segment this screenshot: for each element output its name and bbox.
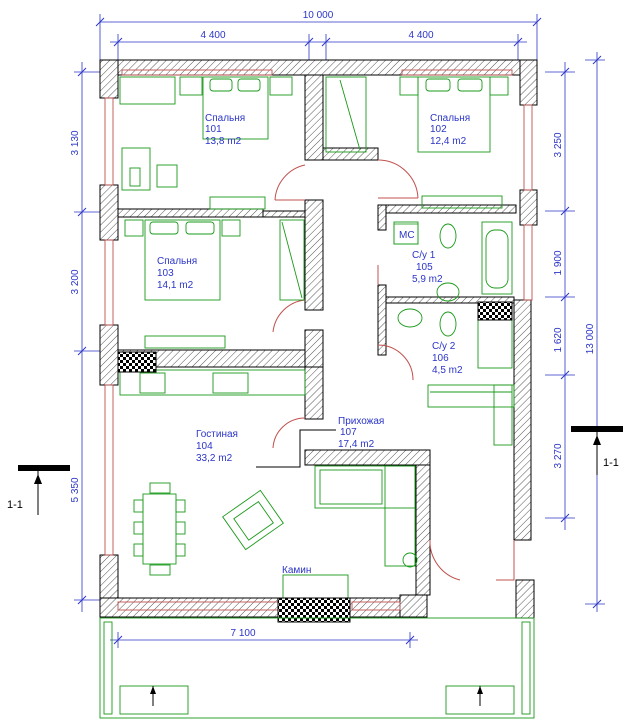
room-name: С/у 1: [412, 250, 436, 261]
dim-left-3: 5 350: [70, 477, 81, 502]
room-label-101: Спальня 101 13,8 m2: [205, 113, 245, 147]
room-number: 105: [416, 262, 433, 273]
dim-top-left: 4 400: [200, 30, 225, 41]
dim-right-1: 3 250: [553, 132, 564, 157]
room-number: 106: [432, 353, 449, 364]
room-label-103: Спальня 103 14,1 m2: [157, 256, 197, 291]
room-name: Прихожая: [338, 416, 384, 427]
dim-right-4: 3 270: [553, 443, 564, 468]
room-name: Спальня: [430, 113, 470, 124]
dim-left-1: 3 130: [70, 130, 81, 155]
dim-top-right: 4 400: [408, 30, 433, 41]
dim-right-2: 1 900: [553, 250, 564, 275]
room-label-107: Прихожая 107 17,4 m2: [338, 416, 384, 450]
section-label-left: 1-1: [7, 499, 23, 511]
room-label-102: Спальня 102 12,4 m2: [430, 113, 470, 147]
doors: [272, 159, 515, 581]
interior-walls: [117, 74, 517, 596]
room-name: С/у 2: [432, 341, 456, 352]
washer-label: МС: [399, 230, 415, 241]
section-label-right: 1-1: [603, 457, 619, 469]
room-number: 107: [340, 427, 357, 438]
windows: [104, 69, 533, 611]
dimension-lines: [74, 14, 605, 648]
room-area: 33,2 m2: [196, 453, 233, 464]
room-name: Спальня: [157, 256, 197, 267]
room-name: Спальня: [205, 113, 245, 124]
dim-right-total: 13 000: [585, 323, 596, 354]
room-number: 104: [196, 441, 213, 452]
room-name: Гостиная: [196, 429, 238, 440]
room-area: 12,4 m2: [430, 136, 467, 147]
room-area: 5,9 m2: [412, 274, 443, 285]
furniture: [99, 76, 535, 719]
dim-left-2: 3 200: [70, 269, 81, 294]
dim-top-total: 10 000: [303, 10, 334, 21]
dim-right-3: 1 620: [553, 327, 564, 352]
room-area: 14,1 m2: [157, 280, 194, 291]
room-number: 101: [205, 124, 222, 135]
room-number: 102: [430, 124, 447, 135]
section-marks: [18, 426, 623, 515]
room-area: 13,8 m2: [205, 136, 242, 147]
room-label-104: Гостиная 104 33,2 m2: [196, 429, 238, 464]
room-number: 103: [157, 268, 174, 279]
dim-bottom: 7 100: [230, 628, 255, 639]
room-label-105: С/у 1 105 5,9 m2: [412, 250, 443, 285]
fireplace-label: Камин: [282, 565, 311, 576]
room-label-106: С/у 2 106 4,5 m2: [432, 341, 463, 376]
room-area: 4,5 m2: [432, 365, 463, 376]
room-area: 17,4 m2: [338, 439, 375, 450]
